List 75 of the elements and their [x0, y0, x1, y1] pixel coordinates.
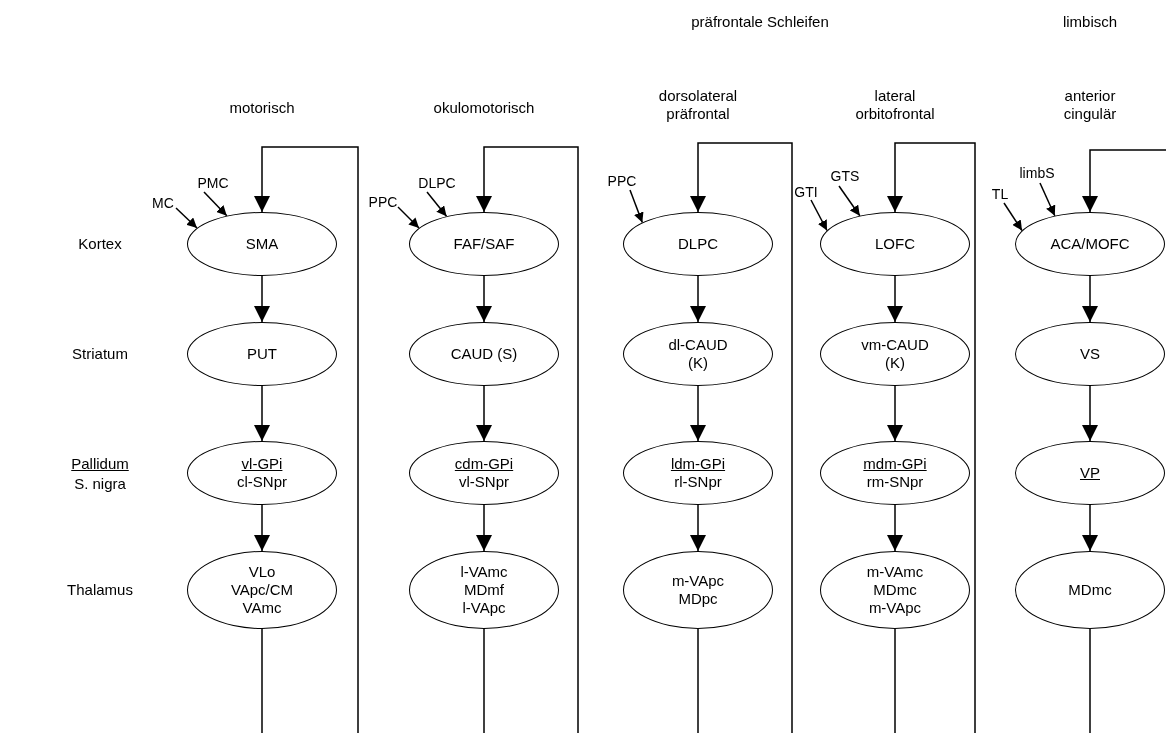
arrow — [476, 504, 492, 552]
arrow — [690, 142, 793, 733]
input-label: GTI — [794, 184, 818, 200]
connector-line — [1089, 628, 1091, 733]
arrow — [476, 385, 492, 442]
connector-line — [483, 628, 485, 733]
arrow — [1082, 385, 1098, 442]
connector-line — [697, 628, 699, 733]
nucleus-ellipse: l-VAmc MDmf l-VApc — [409, 551, 559, 629]
arrow — [1082, 275, 1098, 323]
input-arrow — [1003, 202, 1023, 232]
arrow — [1082, 149, 1166, 213]
nucleus-ellipse: VP — [1015, 441, 1165, 505]
arrow — [690, 275, 706, 323]
nucleus-ellipse: ACA/MOFC — [1015, 212, 1165, 276]
input-arrow — [175, 207, 198, 229]
group-heading: limbisch — [1062, 13, 1118, 31]
nucleus-ellipse: MDmc — [1015, 551, 1165, 629]
nucleus-ellipse: ldm-GPi rl-SNpr — [623, 441, 773, 505]
nucleus-ellipse: DLPC — [623, 212, 773, 276]
nucleus-ellipse: m-VApc MDpc — [623, 551, 773, 629]
input-arrow — [810, 199, 828, 232]
column-heading: okulomotorisch — [433, 99, 535, 117]
input-label: PPC — [368, 194, 398, 210]
nucleus-ellipse: VS — [1015, 322, 1165, 386]
input-label: PMC — [197, 175, 229, 191]
input-arrow — [838, 185, 861, 217]
nucleus-ellipse: CAUD (S) — [409, 322, 559, 386]
nucleus-ellipse: cdm-GPi vl-SNpr — [409, 441, 559, 505]
column-heading: anterior cingulär — [1062, 87, 1118, 123]
column-heading: lateral orbitofrontal — [854, 87, 936, 123]
nucleus-ellipse: mdm-GPi rm-SNpr — [820, 441, 970, 505]
arrow — [254, 146, 359, 733]
arrow — [476, 275, 492, 323]
input-arrow — [426, 191, 448, 218]
arrow — [887, 142, 976, 733]
input-label: PPC — [607, 173, 637, 189]
nucleus-ellipse: m-VAmc MDmc m-VApc — [820, 551, 970, 629]
input-label: DLPC — [418, 175, 456, 191]
input-label: limbS — [1019, 165, 1055, 181]
arrow — [887, 275, 903, 323]
row-label: Kortex — [78, 235, 122, 253]
arrow — [254, 504, 270, 552]
nucleus-ellipse: LOFC — [820, 212, 970, 276]
row-label: Striatum — [72, 345, 128, 363]
row-label: Pallidum — [71, 455, 129, 473]
nucleus-ellipse: dl-CAUD (K) — [623, 322, 773, 386]
nucleus-ellipse: FAF/SAF — [409, 212, 559, 276]
arrow — [476, 146, 579, 733]
row-label: Thalamus — [67, 581, 133, 599]
input-arrow — [397, 206, 420, 229]
input-arrow — [1039, 182, 1056, 217]
connector-line — [261, 628, 263, 733]
input-arrow — [629, 189, 644, 224]
arrow — [887, 385, 903, 442]
group-heading: präfrontale Schleifen — [691, 13, 829, 31]
nucleus-ellipse: PUT — [187, 322, 337, 386]
nucleus-ellipse: SMA — [187, 212, 337, 276]
arrow — [690, 504, 706, 552]
input-label: GTS — [830, 168, 860, 184]
input-label: TL — [991, 186, 1009, 202]
nucleus-ellipse: vl-GPi cl-SNpr — [187, 441, 337, 505]
arrow — [254, 385, 270, 442]
arrow — [254, 275, 270, 323]
row-label: S. nigra — [74, 475, 126, 493]
arrow — [887, 504, 903, 552]
input-label: MC — [152, 195, 174, 211]
arrow — [690, 385, 706, 442]
nucleus-ellipse: VLo VApc/CM VAmc — [187, 551, 337, 629]
nucleus-ellipse: vm-CAUD (K) — [820, 322, 970, 386]
connector-line — [894, 628, 896, 733]
input-arrow — [203, 191, 228, 217]
column-heading: dorsolateral präfrontal — [657, 87, 739, 123]
arrow — [1082, 504, 1098, 552]
column-heading: motorisch — [229, 99, 295, 117]
